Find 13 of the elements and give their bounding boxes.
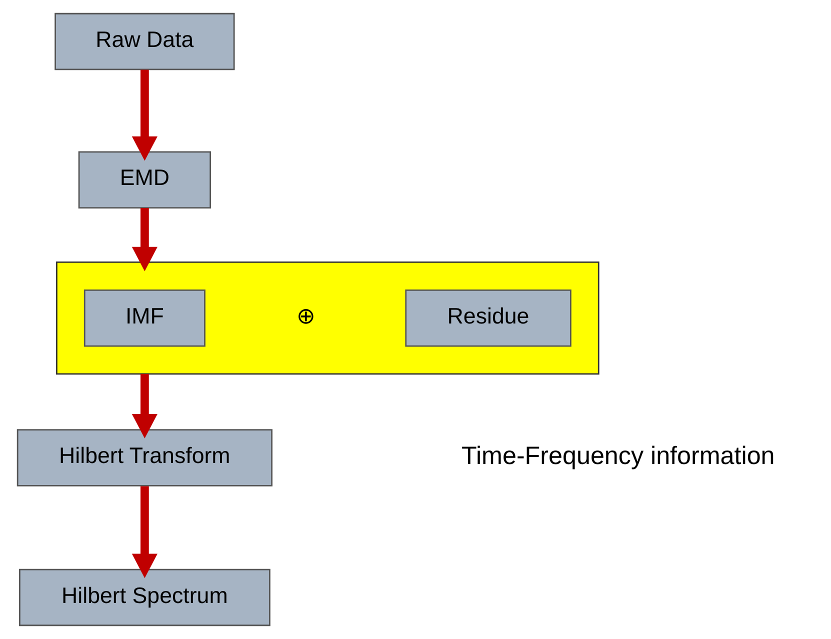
node-box: IMF	[83, 289, 205, 347]
node-box: Hilbert Transform	[16, 429, 272, 486]
node-text: ⊕	[296, 303, 314, 328]
node-box: EMD	[78, 151, 211, 208]
label: Time-Frequency information	[461, 442, 774, 470]
node-box: Residue	[404, 289, 571, 347]
arrow	[131, 208, 157, 272]
cluster	[56, 262, 599, 375]
arrow	[131, 374, 157, 438]
arrow	[131, 70, 157, 161]
node-box: Hilbert Spectrum	[18, 568, 270, 626]
arrow	[131, 486, 157, 578]
node-box: Raw Data	[54, 12, 234, 70]
